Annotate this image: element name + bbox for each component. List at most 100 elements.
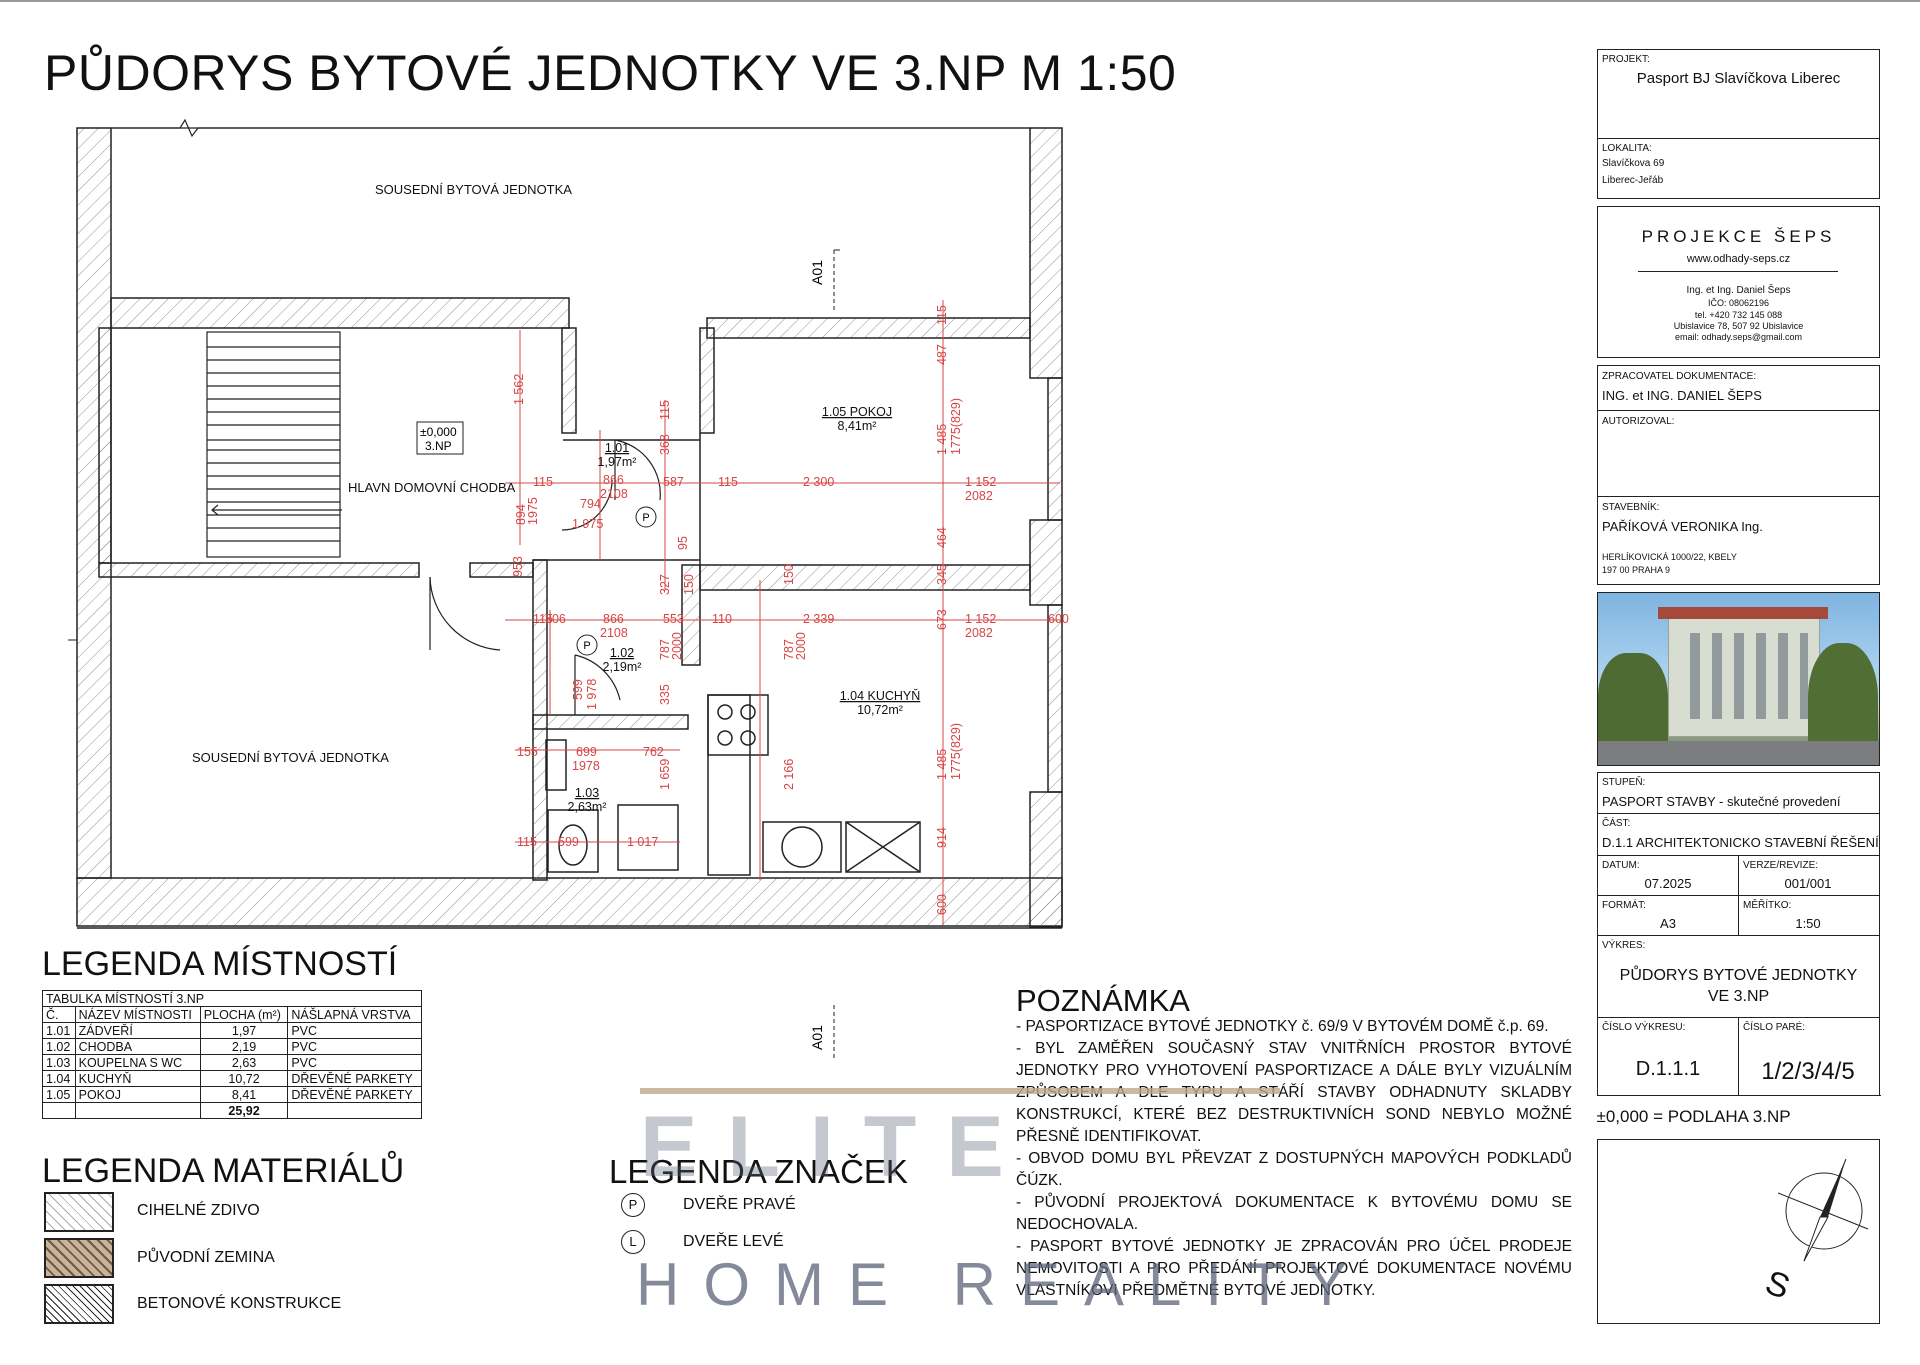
room-1-04-number: 1.04 KUCHYŇ [840,688,921,703]
svg-text:2108: 2108 [600,626,628,640]
svg-text:587: 587 [663,475,684,489]
svg-text:599: 599 [571,679,585,700]
dimension-lines [505,300,1060,925]
neighbor-bottom-label: SOUSEDNÍ BYTOVÁ JEDNOTKA [192,750,389,765]
room-1-05-area: 8,41m² [838,419,877,433]
svg-text:1 485: 1 485 [935,749,949,780]
svg-text:1 562: 1 562 [512,374,526,405]
svg-text:866: 866 [603,612,624,626]
rooms-total: 25,92 [199,1102,289,1119]
svg-text:150: 150 [782,564,796,585]
svg-text:115: 115 [935,305,949,325]
svg-text:95: 95 [676,536,690,550]
door-right-mark-2: P [583,640,590,652]
level-note: ±0,000 = PODLAHA 3.NP [1596,1107,1881,1129]
neighbor-top-label: SOUSEDNÍ BYTOVÁ JEDNOTKA [375,182,572,197]
svg-text:155: 155 [517,745,538,759]
tb-people: ZPRACOVATEL DOKUMENTACE: ING. et ING. DA… [1597,365,1880,585]
svg-text:600: 600 [1048,612,1069,626]
svg-text:110: 110 [712,612,732,626]
svg-text:699: 699 [576,745,597,759]
material-label-concrete: BETONOVÉ KONSTRUKCE [137,1295,342,1312]
staircase [206,331,342,558]
legend-materials-heading: LEGENDA MATERIÁLŮ [42,1152,405,1190]
svg-text:2 166: 2 166 [782,759,796,790]
section-mark-top: A01 [809,260,825,285]
svg-text:1 485: 1 485 [935,424,949,455]
svg-text:1 152: 1 152 [965,475,996,489]
svg-text:914: 914 [935,827,949,848]
walls [76,127,1063,928]
svg-text:1975: 1975 [526,497,540,525]
tb-project: PROJEKT: Pasport BJ Slavíčkova Liberec L… [1597,49,1880,199]
svg-text:464: 464 [935,527,949,548]
svg-text:115: 115 [517,835,537,849]
watermark-logo: ELITE [640,1099,1034,1195]
svg-text:866: 866 [603,473,624,487]
watermark-text: HOME REALITY [636,1251,1371,1318]
svg-text:787: 787 [658,639,672,660]
symbol-label-right: DVEŘE PRAVÉ [683,1196,796,1213]
material-label-soil: PŮVODNÍ ZEMINA [137,1249,275,1266]
symbol-label-left: DVEŘE LEVÉ [683,1233,784,1250]
svg-text:1 978: 1 978 [585,679,599,710]
note-heading: POZNÁMKA [1016,983,1190,1018]
svg-text:1 152: 1 152 [965,612,996,626]
rooms-table: TABULKA MÍSTNOSTÍ 3.NP Č. NÁZEV MÍSTNOST… [42,990,422,1119]
note-body: - PASPORTIZACE BYTOVÉ JEDNOTKY č. 69/9 V… [1016,1018,1572,1299]
svg-text:1 975: 1 975 [572,517,603,531]
legend-rooms-heading: LEGENDA MÍSTNOSTÍ [42,945,398,983]
svg-text:2082: 2082 [965,626,993,640]
north-arrow [1777,1158,1869,1262]
col-header: NÁZEV MÍSTNOSTI [74,1006,201,1023]
material-label-brick: CIHELNÉ ZDIVO [137,1202,260,1219]
svg-text:345: 345 [935,564,949,585]
col-header: Č. [42,1006,76,1023]
svg-text:327: 327 [658,574,672,595]
corridor-label: HLAVN DOMOVNÍ CHODBA [348,480,516,495]
svg-text:115: 115 [533,475,553,489]
svg-text:553: 553 [663,612,684,626]
building-photo [1597,592,1880,766]
room-1-04-area: 10,72m² [857,703,903,717]
door-right-mark-1: P [642,512,649,524]
soil-swatch [44,1238,114,1278]
svg-text:600: 600 [935,894,949,915]
firm-logo: PROJEKCE ŠEPS [1641,227,1836,246]
tb-firm: PROJEKCE ŠEPS www.odhady-seps.cz Ing. et… [1597,206,1880,358]
room-1-03-number: 1.03 [575,786,599,800]
svg-text:953: 953 [511,556,525,577]
section-mark-bottom: A01 [809,1025,825,1050]
room-1-03-area: 2,63m² [568,800,607,814]
svg-text:673: 673 [935,609,949,630]
svg-text:2 300: 2 300 [803,475,834,489]
svg-text:368: 368 [658,434,672,455]
top-border [0,0,1920,2]
svg-text:1 659: 1 659 [658,759,672,790]
svg-text:1775(829): 1775(829) [949,398,963,455]
svg-text:306: 306 [545,612,566,626]
svg-text:2 339: 2 339 [803,612,834,626]
room-1-02-number: 1.02 [610,646,634,660]
svg-text:2000: 2000 [670,632,684,660]
door-right-symbol: P [621,1193,645,1217]
svg-text:787: 787 [782,639,796,660]
svg-text:1775(829): 1775(829) [949,723,963,780]
svg-text:894: 894 [514,504,528,525]
watermark-bar [640,1088,1280,1094]
room-1-05-number: 1.05 POKOJ [822,405,892,419]
col-header: PLOCHA (m²) [199,1006,289,1023]
level-mark: ±0,000 [420,425,457,439]
svg-text:115: 115 [533,612,553,626]
svg-text:335: 335 [658,684,672,705]
concrete-swatch [44,1284,114,1324]
svg-text:2000: 2000 [794,632,808,660]
legend-symbols-heading: LEGENDA ZNAČEK [609,1153,908,1190]
room-1-02-area: 2,19m² [603,660,642,674]
